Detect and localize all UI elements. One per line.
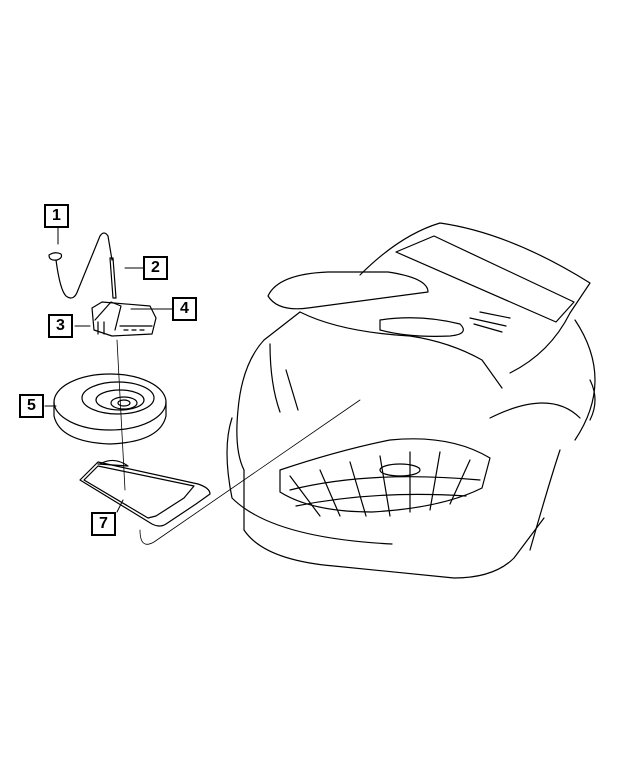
jack-drawing	[91, 301, 157, 337]
callout-3[interactable]: 3	[48, 314, 73, 338]
callout-5[interactable]: 5	[19, 394, 44, 418]
callout-2[interactable]: 2	[143, 256, 168, 280]
car-rear-drawing	[226, 222, 596, 579]
callout-1[interactable]: 1	[44, 204, 69, 228]
load-floor-cover-drawing	[79, 399, 361, 545]
spare-tire-drawing	[53, 373, 167, 445]
callout-7[interactable]: 7	[91, 512, 116, 536]
jack-handle-drawing	[48, 232, 117, 299]
callout-4[interactable]: 4	[172, 297, 197, 321]
